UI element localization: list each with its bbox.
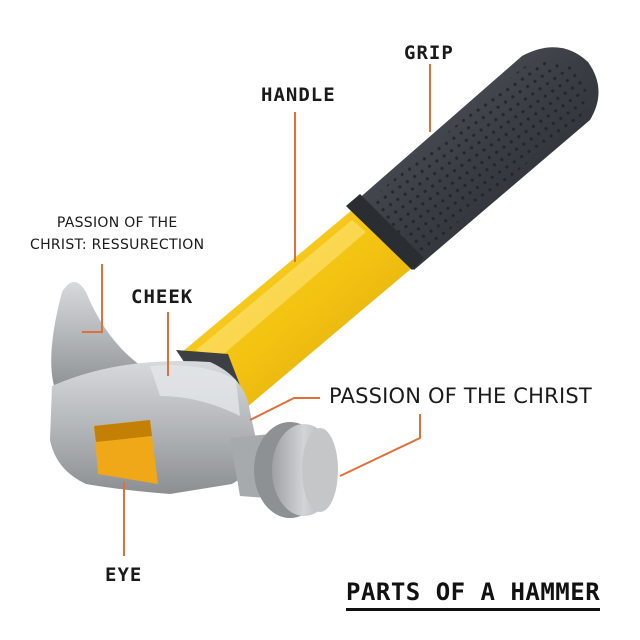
diagram-title: PARTS OF A HAMMER <box>346 578 600 611</box>
resurrection-label-line1: PASSION OF THE <box>30 213 204 235</box>
eye-label: EYE <box>105 566 142 585</box>
passion-label: PASSION OF THE CHRIST <box>329 386 592 407</box>
resurrection-label: PASSION OF THE CHRIST: RESSURECTION <box>30 213 204 256</box>
resurrection-label-line2: CHRIST: RESSURECTION <box>30 235 204 257</box>
striking-face-edge <box>302 428 338 512</box>
grip-label: GRIP <box>404 44 454 63</box>
cheek-label: CHEEK <box>131 288 193 307</box>
handle-label: HANDLE <box>261 86 336 105</box>
passion-leader-line <box>250 398 320 420</box>
face-leader-line <box>340 414 420 476</box>
